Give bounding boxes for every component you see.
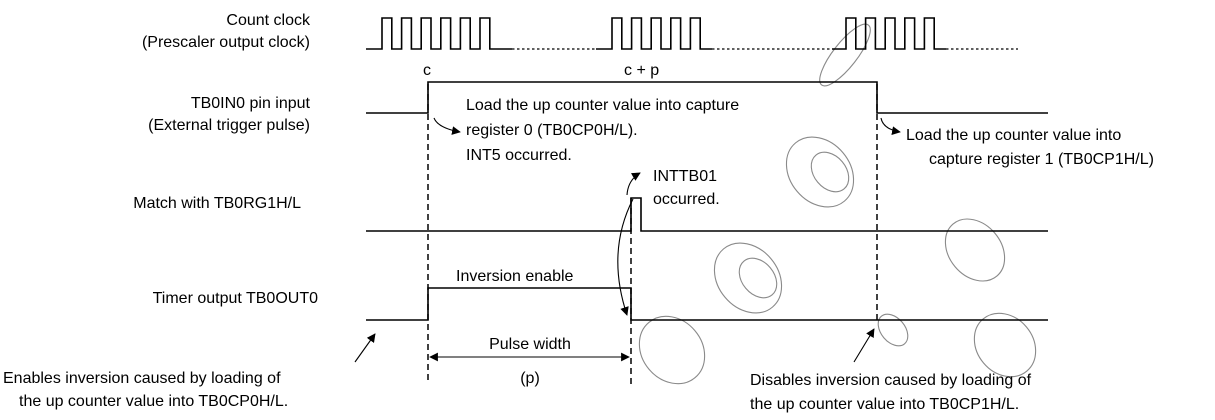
tb0in0-label: TB0IN0 pin input xyxy=(191,95,311,112)
watermark xyxy=(638,23,1037,385)
count-clock-label: Count clock xyxy=(226,12,311,29)
capture0-note-line2: register 0 (TB0CP0H/L). xyxy=(466,122,638,139)
count-clock-waveform xyxy=(366,17,1018,50)
marker-c: c xyxy=(423,62,431,79)
inttb01-note-line2: occurred. xyxy=(653,191,720,208)
inversion-enable-label: Inversion enable xyxy=(456,268,574,285)
capture0-arrow xyxy=(433,117,461,135)
match-to-output-arrow xyxy=(617,198,634,316)
match-waveform xyxy=(366,197,1048,232)
inttb01-arrow xyxy=(626,172,641,196)
disables-inversion-line1: Disables inversion caused by loading of xyxy=(750,372,1032,389)
timer-output-label: Timer output TB0OUT0 xyxy=(153,290,318,307)
disables-inversion-line2: the up counter value into TB0CP1H/L. xyxy=(750,396,1019,413)
pulse-width-label: Pulse width xyxy=(489,336,571,353)
capture1-arrow xyxy=(880,117,901,135)
tb0in0-waveform xyxy=(366,81,1048,114)
enables-inversion-line2: the up counter value into TB0CP0H/L. xyxy=(19,393,288,410)
inttb01-note-line1: INTTB01 xyxy=(653,168,717,185)
enables-inversion-line1: Enables inversion caused by loading of xyxy=(3,370,281,387)
timer-output-waveform xyxy=(366,287,1048,321)
capture1-note-line2: capture register 1 (TB0CP1H/L) xyxy=(929,151,1154,168)
enables-inversion-arrow xyxy=(354,333,376,363)
marker-c-plus-p: c + p xyxy=(624,62,659,79)
capture0-note-line1: Load the up counter value into capture xyxy=(466,97,739,114)
pulse-width-symbol: (p) xyxy=(520,370,540,387)
disables-inversion-arrow xyxy=(853,328,875,363)
capture1-note-line1: Load the up counter value into xyxy=(906,127,1121,144)
match-label: Match with TB0RG1H/L xyxy=(133,195,301,212)
capture0-note-line3: INT5 occurred. xyxy=(466,147,572,164)
count-clock-sublabel: (Prescaler output clock) xyxy=(142,34,310,51)
tb0in0-sublabel: (External trigger pulse) xyxy=(148,117,310,134)
